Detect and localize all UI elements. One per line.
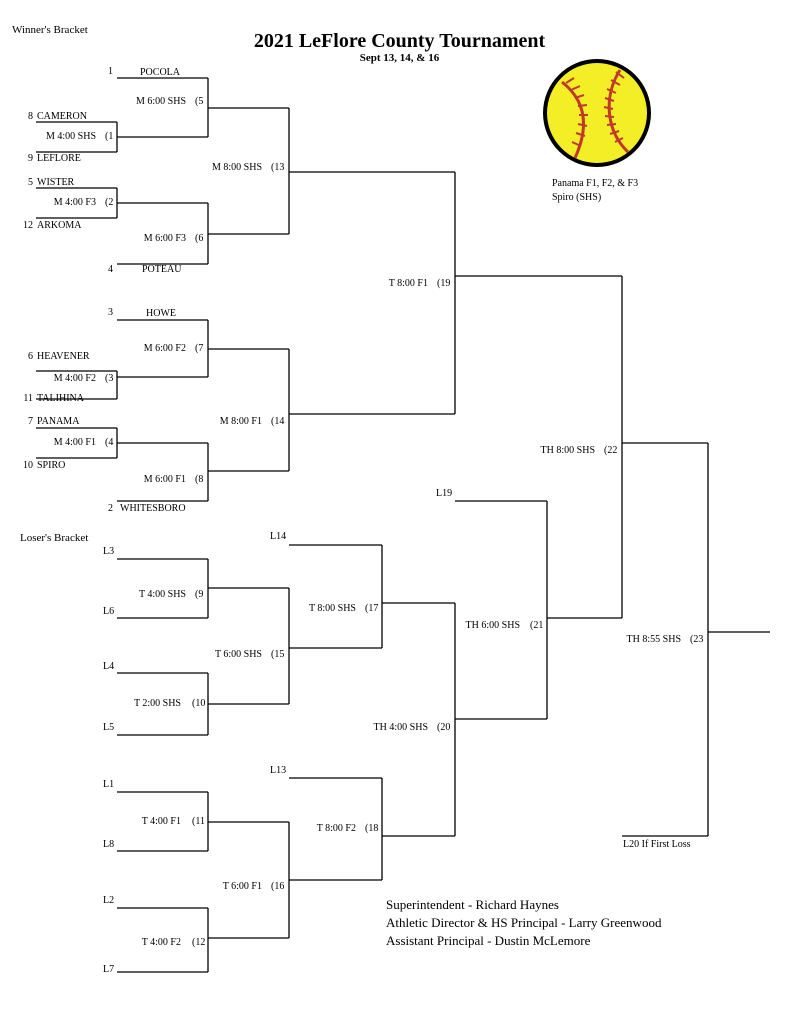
game-time: M 8:00 F1 [219, 416, 262, 427]
seed-number: 12 [23, 220, 33, 231]
loser-slot: L5 [103, 722, 115, 733]
game-time: M 6:00 SHS [135, 96, 186, 107]
page-title: 2021 LeFlore County Tournament [253, 30, 546, 52]
game-number: (20 [437, 722, 451, 733]
loser-slot: L1 [103, 779, 115, 790]
game-time: T 8:00 F2 [316, 823, 356, 834]
game-time: T 8:00 F1 [388, 278, 428, 289]
game-time: T 4:00 SHS [138, 589, 186, 600]
loser-slot: L2 [103, 895, 115, 906]
game-number: (21 [530, 620, 544, 631]
game-number: (2 [105, 197, 114, 208]
team-name: SPIRO [37, 460, 66, 471]
loser-slot: L13 [270, 765, 287, 776]
team-name: HEAVENER [37, 351, 90, 362]
seed-number: 11 [23, 393, 33, 404]
game-number: (11 [192, 816, 205, 827]
game-time: M 8:00 SHS [211, 162, 262, 173]
game-time: T 4:00 F1 [141, 816, 181, 827]
game-time: M 6:00 F2 [143, 343, 186, 354]
game-number: (10 [192, 698, 206, 709]
game-time: T 8:00 SHS [308, 603, 356, 614]
game-number: (16 [271, 881, 285, 892]
team-name: ARKOMA [37, 220, 82, 231]
game-time: TH 4:00 SHS [373, 722, 428, 733]
game-time: TH 6:00 SHS [465, 620, 520, 631]
team-name: CAMERON [37, 111, 88, 122]
seed-number: 9 [28, 153, 33, 164]
superintendent-line: Superintendent - Richard Haynes [386, 897, 559, 912]
game-number: (14 [271, 416, 285, 427]
game-number: (22 [604, 445, 618, 456]
game-number: (4 [105, 437, 114, 448]
team-name: PANAMA [37, 416, 80, 427]
game-number: (1 [105, 131, 114, 142]
game-number: (19 [437, 278, 451, 289]
team-name: WISTER [37, 177, 75, 188]
game-number: (17 [365, 603, 379, 614]
game-number: (6 [195, 233, 204, 244]
seed-number: 10 [23, 460, 33, 471]
game-number: (13 [271, 162, 285, 173]
game-time: M 4:00 F1 [53, 437, 96, 448]
game-number: (5 [195, 96, 204, 107]
seed-number: 1 [108, 66, 113, 77]
final-note: L20 If First Loss [623, 839, 691, 850]
seed-number: 5 [28, 177, 33, 188]
game-number: (9 [195, 589, 204, 600]
seed-number: 4 [108, 264, 113, 275]
game-number: (23 [690, 634, 704, 645]
game-time: T 6:00 SHS [214, 649, 262, 660]
team-name: TALIHINA [37, 393, 84, 404]
softball-icon [543, 59, 651, 167]
game-time: M 4:00 SHS [45, 131, 96, 142]
game-number: (18 [365, 823, 379, 834]
team-name: LEFLORE [37, 153, 81, 164]
game-time: T 6:00 F1 [222, 881, 262, 892]
losers-bracket-label: Loser's Bracket [20, 532, 89, 544]
winners-bracket-label: Winner's Bracket [12, 24, 88, 36]
seed-number: 6 [28, 351, 33, 362]
seed-number: 8 [28, 111, 33, 122]
game-number: (8 [195, 474, 204, 485]
seed-number: 7 [28, 416, 33, 427]
loser-slot: L4 [103, 661, 115, 672]
team-name: POCOLA [140, 67, 181, 78]
team-name: HOWE [146, 308, 176, 319]
team-name: POTEAU [142, 264, 182, 275]
fields-note-line1: Panama F1, F2, & F3 [552, 178, 639, 189]
loser-slot: L3 [103, 546, 115, 557]
loser-slot: L7 [103, 964, 115, 975]
seed-number: 2 [108, 503, 113, 514]
game-number: (15 [271, 649, 285, 660]
game-number: (12 [192, 937, 206, 948]
game-time: M 4:00 F2 [53, 373, 96, 384]
team-name: WHITESBORO [120, 503, 186, 514]
fields-note-line2: Spiro (SHS) [552, 192, 602, 203]
game-time: M 6:00 F1 [143, 474, 186, 485]
loser-slot: L6 [103, 606, 115, 617]
game-number: (3 [105, 373, 114, 384]
game-time: T 2:00 SHS [133, 698, 181, 709]
game-number: (7 [195, 343, 204, 354]
loser-slot: L8 [103, 839, 115, 850]
game-time: TH 8:00 SHS [540, 445, 595, 456]
assistant-principal-line: Assistant Principal - Dustin McLemore [386, 933, 591, 948]
loser-slot: L19 [436, 488, 453, 499]
game-time: M 4:00 F3 [53, 197, 96, 208]
page-subtitle: Sept 13, 14, & 16 [359, 52, 440, 64]
game-time: M 6:00 F3 [143, 233, 186, 244]
seed-number: 3 [108, 307, 113, 318]
game-time: T 4:00 F2 [141, 937, 181, 948]
athletic-director-line: Athletic Director & HS Principal - Larry… [386, 915, 662, 930]
game-time: TH 8:55 SHS [626, 634, 681, 645]
loser-slot: L14 [270, 531, 287, 542]
